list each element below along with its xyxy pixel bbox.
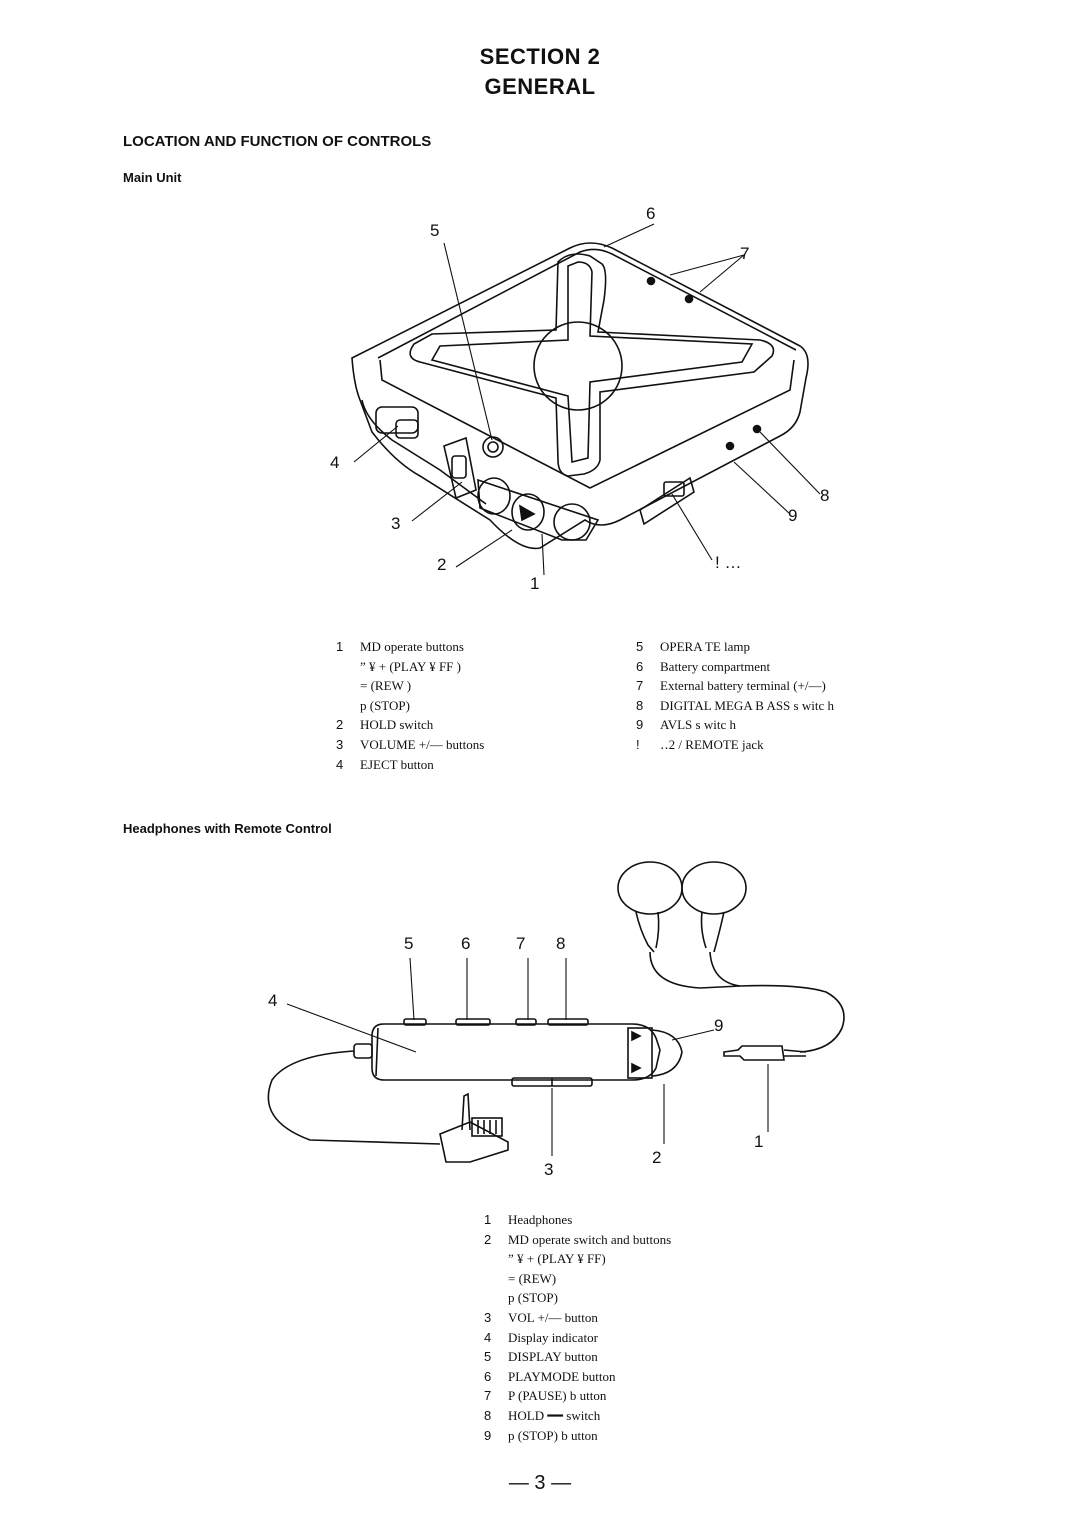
controls-heading: LOCATION AND FUNCTION OF CONTROLS [123, 133, 432, 150]
main-callout-3: 3 [391, 514, 401, 533]
hp-callout-2: 2 [652, 1148, 662, 1167]
hp-callout-5: 5 [404, 934, 414, 953]
section-number: SECTION 2 [479, 44, 601, 69]
main-callout-2: 2 [437, 555, 447, 574]
legend-item: ” ¥ + (PLAY ¥ FF ) [360, 658, 461, 674]
main-callout-9: 9 [788, 506, 798, 525]
section-title: GENERAL [484, 74, 596, 99]
legend-item: !‥2 / REMOTE jack [636, 736, 764, 752]
main-unit-heading: Main Unit [123, 170, 182, 185]
legend-item: p (STOP) [360, 697, 410, 713]
main-callout-8: 8 [820, 486, 830, 505]
main-callout-7: 7 [740, 244, 750, 263]
legend-item: = (REW) [508, 1270, 557, 1286]
page-number: — 3 — [508, 1472, 572, 1494]
hp-callout-3: 3 [544, 1160, 554, 1179]
main-callout-5: 5 [430, 221, 440, 240]
legend-item: = (REW ) [360, 678, 412, 694]
main-callout-remote-jack: ! … [715, 553, 742, 572]
hp-callout-9: 9 [714, 1016, 724, 1035]
hp-callout-1: 1 [754, 1132, 764, 1151]
main-unit-diagram [351, 223, 821, 576]
hp-callout-8: 8 [556, 934, 566, 953]
main-callout-1: 1 [530, 574, 540, 593]
main-callout-6: 6 [646, 204, 656, 223]
legend-item: p (STOP) [508, 1290, 558, 1306]
headphones-diagram [267, 861, 845, 1163]
hp-callout-6: 6 [461, 934, 471, 953]
main-callout-4: 4 [330, 453, 340, 472]
legend-item: ” ¥ + (PLAY ¥ FF) [508, 1251, 606, 1267]
headphones-heading: Headphones with Remote Control [123, 821, 332, 836]
hp-callout-4: 4 [268, 991, 278, 1010]
hp-callout-7: 7 [516, 934, 526, 953]
